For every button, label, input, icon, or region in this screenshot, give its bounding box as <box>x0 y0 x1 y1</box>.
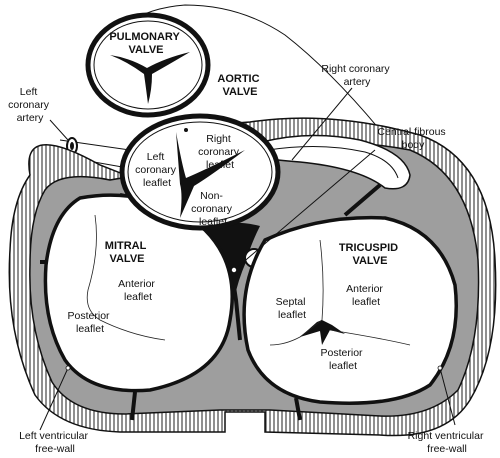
left-ventricular-free-wall-label: Left ventricular free-wall <box>19 430 91 455</box>
right-ventricular-free-wall-label: Right ventricular free-wall <box>408 430 487 455</box>
septal-leaflet-label: Septal leaflet <box>276 296 309 321</box>
tricuspid-commissure-lines <box>269 239 411 346</box>
tricuspid-posterior-leaflet-label: Posterior leaflet <box>321 347 366 372</box>
tricuspid-coaptation-center <box>300 320 345 345</box>
left-coronary-artery-label: Left coronary artery <box>8 86 52 124</box>
right-wall-marker <box>437 365 443 371</box>
mitral-posterior-leaflet-label: Posterior leaflet <box>68 310 113 335</box>
tricuspid-anterior-leaflet-label: Anterior leaflet <box>346 283 386 308</box>
left-coronary-artery-lumen <box>70 142 74 150</box>
aortic-valve-label: AORTIC VALVE <box>217 73 262 98</box>
central-fibrous-body-label: Central fibrous body <box>377 126 448 151</box>
right-coronary-artery-vessel <box>261 134 411 190</box>
right-coronary-artery-label: Right coronary artery <box>321 63 392 88</box>
pulmonary-valve <box>85 12 211 118</box>
pulmonary-coaptation-lines <box>110 52 190 104</box>
right-coronary-leaflet-label: Right coronary leaflet <box>198 133 242 171</box>
central-fibrous-body <box>205 222 260 300</box>
tricuspid-valve <box>242 215 459 405</box>
leader-lines <box>39 87 456 431</box>
left-wall-marker <box>65 365 71 371</box>
mitral-valve-label: MITRAL VALVE <box>105 240 149 265</box>
aortic-valve <box>119 113 281 231</box>
pulmonary-valve-label: PULMONARY VALVE <box>109 31 182 56</box>
left-coronary-leaflet-label: Left coronary leaflet <box>135 151 179 189</box>
cfb-marker <box>231 267 237 273</box>
mitral-commissure-line <box>86 214 166 341</box>
mitral-anterior-leaflet-label: Anterior leaflet <box>118 278 158 303</box>
aortic-coronary-ostium <box>184 128 188 132</box>
right-coronary-artery-centerline <box>267 145 399 179</box>
non-coronary-leaflet-label: Non- coronary leaflet <box>191 190 235 228</box>
aortic-coaptation-lines <box>176 132 245 218</box>
tricuspid-valve-label: TRICUSPID VALVE <box>339 242 401 267</box>
